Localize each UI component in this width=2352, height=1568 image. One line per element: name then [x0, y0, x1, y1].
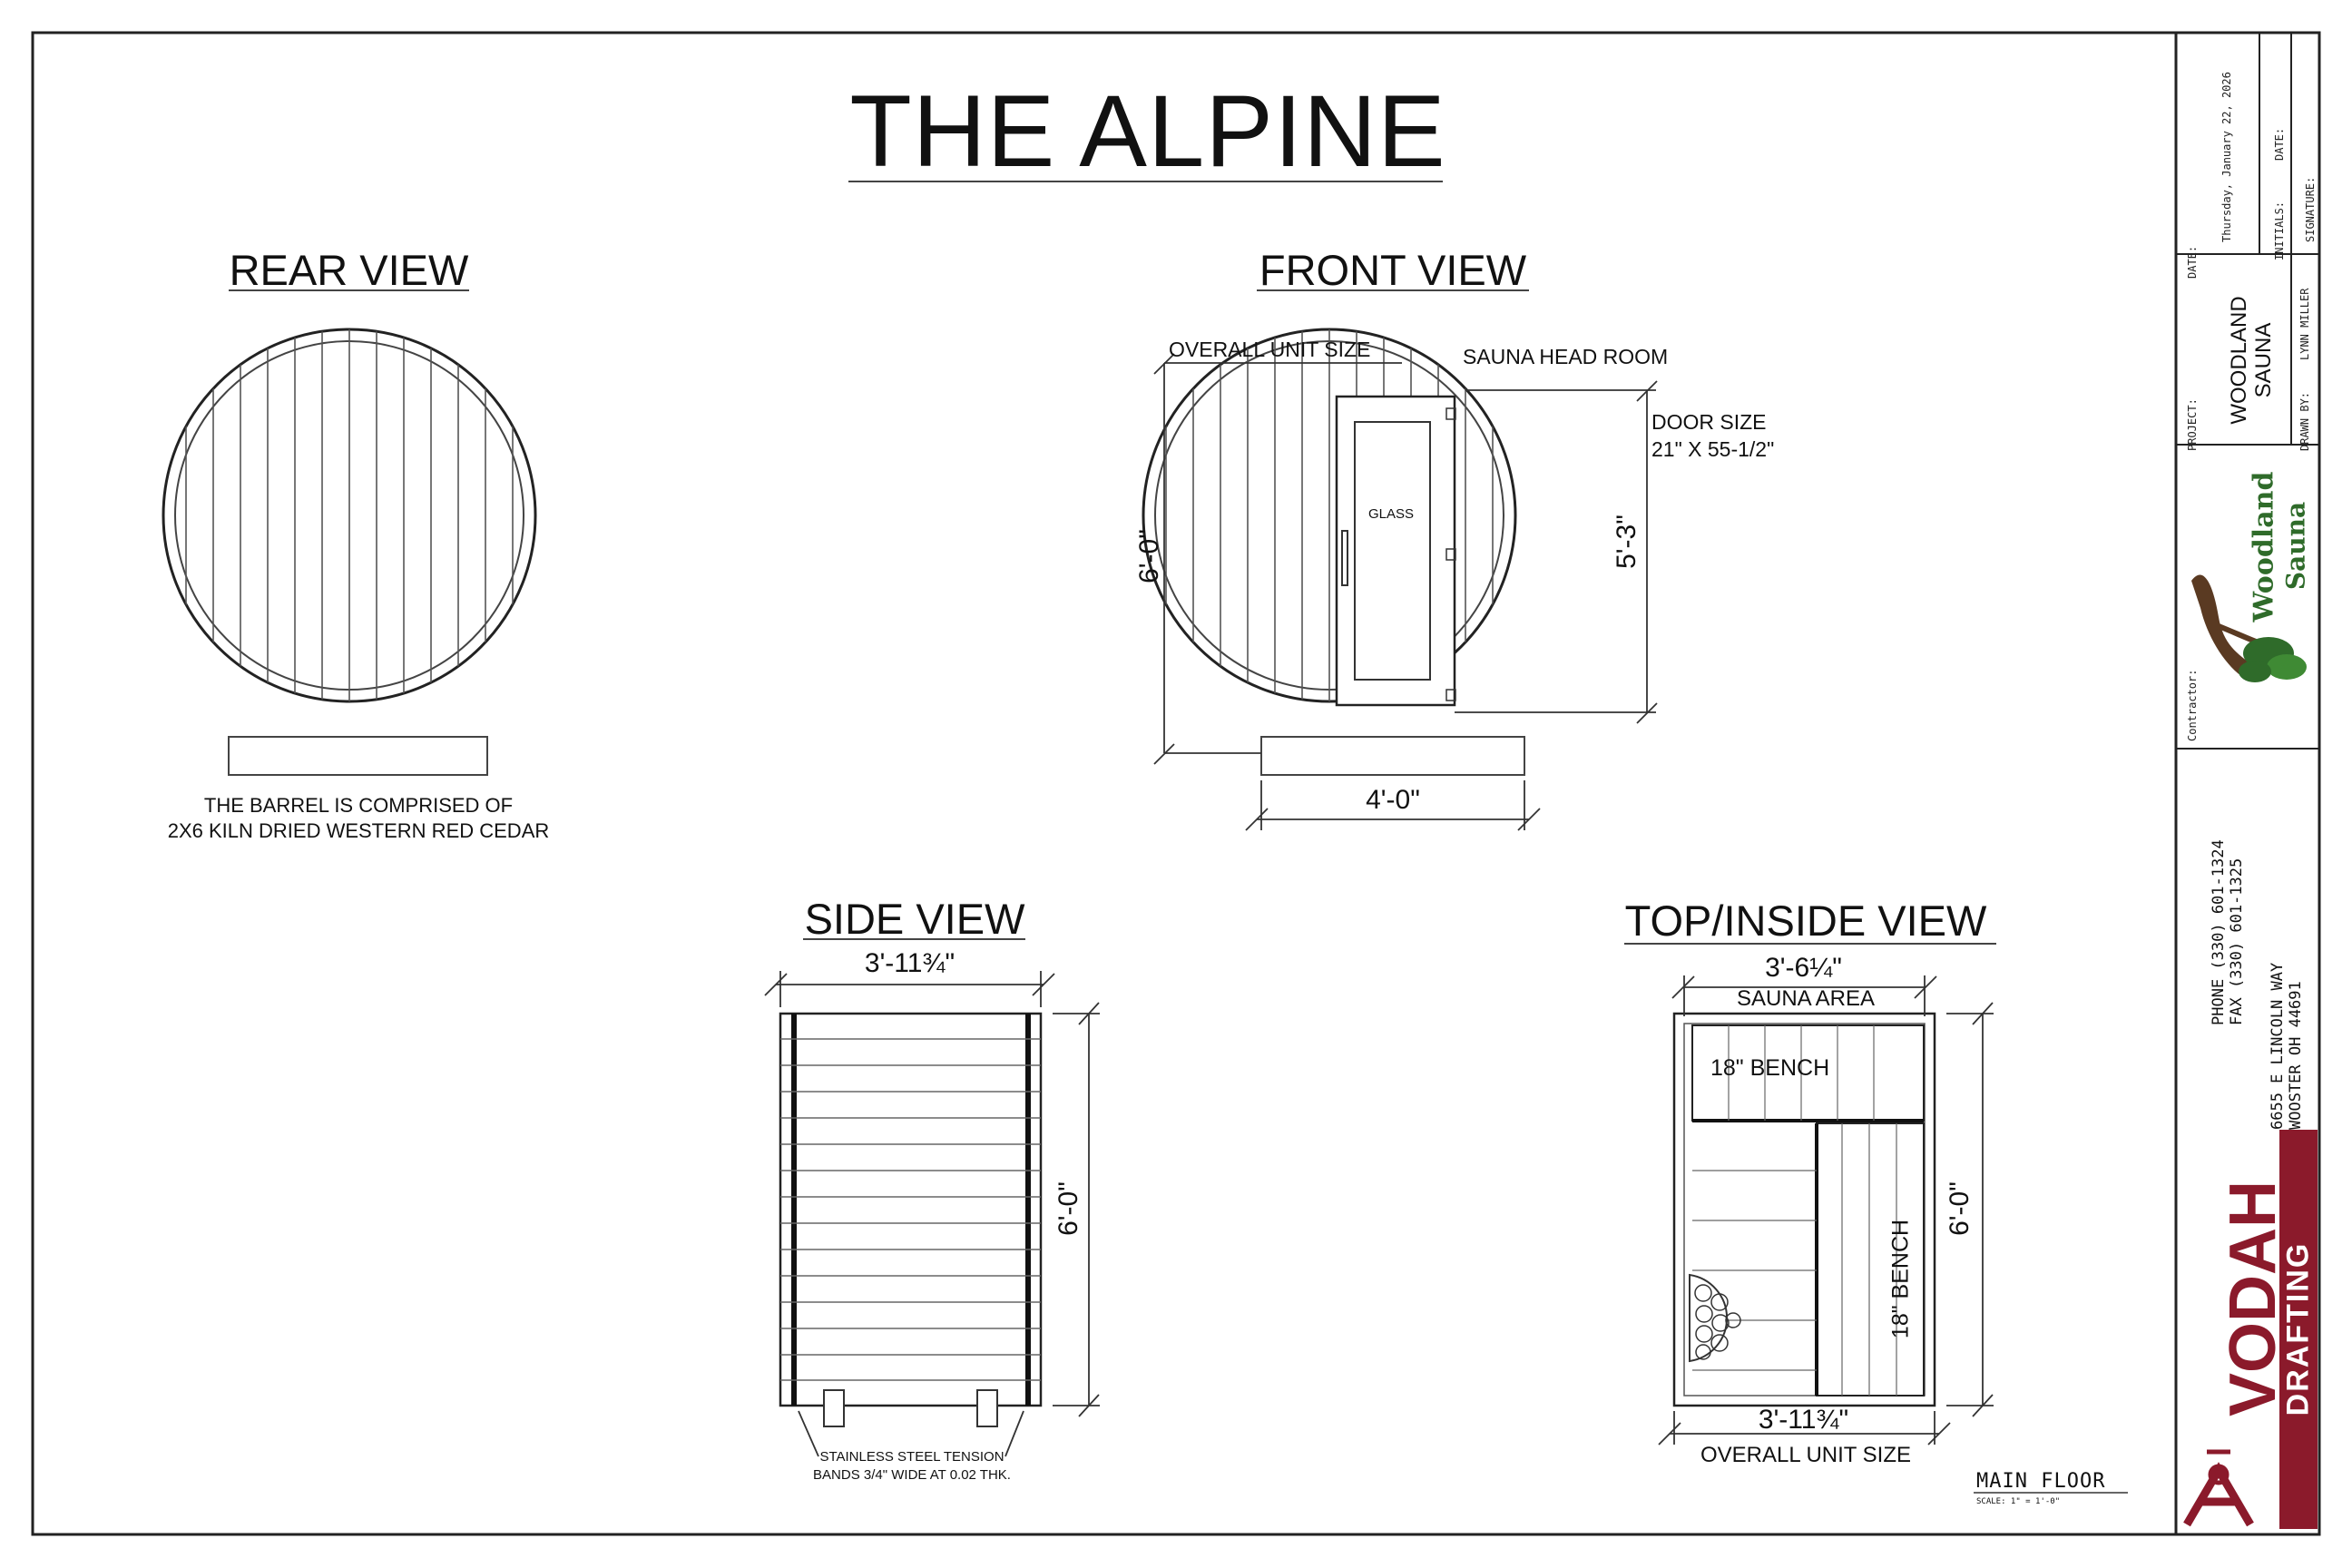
top-bench-label: 18" BENCH — [1710, 1055, 1830, 1081]
tb-date-value: Thursday, January 22, 2026 — [2220, 72, 2233, 242]
front-width-dim: 4'-0" — [1366, 785, 1420, 815]
tb-address1: 6655 E LINCOLN WAY — [2269, 962, 2287, 1130]
tb-address2: WOOSTER OH 44691 — [2287, 981, 2305, 1130]
top-inner-width-dim: 3'-6¼" — [1765, 953, 1842, 983]
side-note-line2: BANDS 3/4" WIDE AT 0.02 THK. — [813, 1467, 1011, 1483]
floor-label: MAIN FLOOR — [1976, 1470, 2106, 1493]
front-base — [1260, 736, 1525, 776]
firm-name: VODAH — [2217, 1181, 2289, 1417]
tb-date-label: DATE: — [2186, 245, 2199, 279]
sauna-head-room-label: SAUNA HEAD ROOM — [1463, 345, 1669, 368]
door-glass-panel — [1354, 421, 1431, 681]
firm-sub: DRAFTING — [2280, 1241, 2316, 1416]
page-title: THE ALPINE — [849, 74, 1446, 188]
rear-base — [228, 736, 488, 776]
title-block-grid — [2176, 33, 2319, 750]
side-note-line1: STAINLESS STEEL TENSION — [819, 1449, 1004, 1465]
sheet-border — [31, 31, 2321, 1536]
door-handle — [1341, 530, 1348, 586]
tb-fax: FAX (330) 601-1325 — [2228, 858, 2246, 1025]
top-outer-width-dim: 3'-11¾" — [1758, 1405, 1849, 1435]
glass-label: GLASS — [1368, 506, 1415, 522]
tb-phone: PHONE (330) 601-1324 — [2210, 839, 2228, 1025]
side-dimensions — [764, 971, 1100, 1457]
tb-project-line1: WOODLAND — [2227, 296, 2251, 425]
tb-project-line2: SAUNA — [2251, 322, 2276, 398]
tb-initials-label: INITIALS: — [2273, 201, 2286, 260]
contractor-logo-line1: Woodland — [2248, 471, 2280, 622]
hinge-top — [1446, 407, 1456, 420]
top-dimensions — [1658, 975, 1994, 1446]
overall-unit-size-label: OVERALL UNIT SIZE — [1169, 338, 1371, 361]
rear-note-line1: THE BARREL IS COMPRISED OF — [203, 794, 514, 817]
contractor-logo-line2: Sauna — [2280, 501, 2311, 591]
sauna-area-label: SAUNA AREA — [1736, 986, 1876, 1011]
side-bench-label: 18" BENCH — [1887, 1219, 1914, 1339]
side-width-dim: 3'-11¾" — [864, 948, 956, 978]
tb-contractor-label: Contractor: — [2186, 669, 2199, 741]
top-overall-unit-size-label: OVERALL UNIT SIZE — [1700, 1443, 1912, 1467]
side-view-title: SIDE VIEW — [804, 895, 1025, 943]
side-foot-left — [823, 1389, 845, 1427]
hinge-middle — [1446, 548, 1456, 561]
tb-project-label: PROJECT: — [2186, 398, 2199, 451]
top-view-drawing — [1672, 1012, 1936, 1407]
avodah-logo-mark — [2183, 1130, 2318, 1529]
tb-signature-label: SIGNATURE: — [2304, 176, 2317, 242]
head-room-height-dim: 5'-3" — [1612, 514, 1642, 569]
stove-rocks — [1689, 1273, 1741, 1363]
front-view-drawing — [1142, 328, 1525, 776]
tb-drawn-by-label: DRAWN BY: — [2298, 391, 2311, 451]
door-size-label: DOOR SIZE — [1651, 410, 1767, 434]
side-height-dim: 6'-0" — [1054, 1181, 1083, 1236]
front-view-title: FRONT VIEW — [1259, 246, 1527, 294]
hinge-bottom — [1446, 689, 1456, 701]
top-view-title: TOP/INSIDE VIEW — [1624, 897, 1987, 945]
top-height-dim: 6'-0" — [1945, 1181, 1975, 1236]
woodland-sauna-logo — [2191, 574, 2307, 682]
side-foot-right — [976, 1389, 998, 1427]
rear-note-line2: 2X6 KILN DRIED WESTERN RED CEDAR — [167, 819, 550, 842]
rear-view-drawing — [162, 181, 537, 776]
side-view-drawing — [779, 1012, 1043, 1427]
rear-view-title: REAR VIEW — [229, 246, 469, 294]
front-dimensions — [1153, 353, 1658, 831]
tb-drawn-by-value: LYNN MILLER — [2298, 288, 2311, 360]
scale-label: SCALE: 1" = 1'-0" — [1976, 1497, 2061, 1506]
front-height-dim: 6'-0" — [1134, 529, 1164, 583]
tb-date2-label: DATE: — [2273, 127, 2286, 161]
door-size-value: 21" X 55-1/2" — [1651, 437, 1775, 461]
